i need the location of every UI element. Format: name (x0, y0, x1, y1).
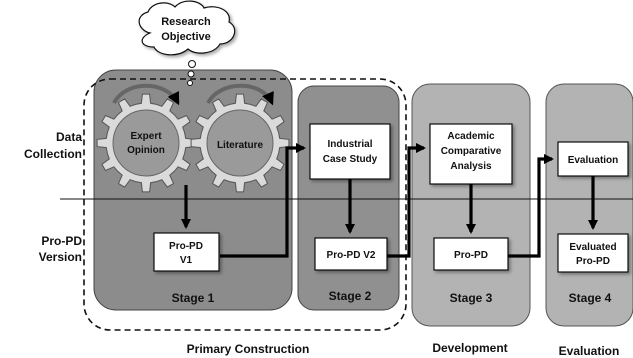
literature-gear-rotation-arrow (206, 83, 274, 106)
research-objective-cloud (138, 0, 236, 56)
phase-evaluation: Evaluation (559, 344, 620, 358)
pro-pd-label: Pro-PD (454, 250, 488, 261)
pro-pd-v1-line-2: V1 (180, 255, 193, 266)
stage-3-label: Stage 3 (450, 291, 493, 305)
evaluated-line-2: Pro-PD (576, 256, 610, 267)
stage-4-panel (545, 83, 633, 327)
row-label-data-collection-1: Data (56, 130, 82, 144)
academic-line-3: Analysis (450, 161, 492, 172)
expert-gear-line-2: Opinion (127, 145, 165, 156)
academic-line-2: Comparative (441, 146, 502, 157)
literature-gear (190, 93, 290, 193)
primary-construction-outline (83, 78, 407, 331)
phase-development: Development (432, 341, 507, 355)
gear-hub (206, 109, 274, 177)
row-label-pro-pd-version-2: Version (39, 250, 82, 264)
thought-bubble-1 (188, 60, 196, 68)
row-label-data-collection-2: Collection (24, 147, 82, 161)
phase-primary-construction: Primary Construction (187, 342, 310, 356)
stage-4-label: Stage 4 (569, 291, 612, 305)
row-label-pro-pd-version-1: Pro-PD (41, 234, 82, 248)
industrial-line-2: Case Study (323, 154, 378, 165)
stage-2-label: Stage 2 (329, 289, 372, 303)
expert-gear-rotation-arrow (112, 83, 180, 106)
pro-pd-v2-label: Pro-PD V2 (327, 250, 376, 261)
industrial-line-1: Industrial (327, 139, 372, 150)
evaluated-pro-pd-box (557, 233, 629, 273)
evaluation-box (557, 141, 629, 177)
stage-1-label: Stage 1 (172, 291, 215, 305)
literature-gear-label: Literature (217, 140, 264, 151)
arrow-v2-to-academic (387, 142, 427, 258)
expert-opinion-gear (96, 93, 196, 193)
pro-pd-box (433, 237, 509, 271)
industrial-case-study-box (309, 123, 391, 180)
thought-bubble-2 (187, 70, 195, 78)
expert-gear-line-1: Expert (130, 131, 162, 142)
academic-line-1: Academic (447, 131, 495, 142)
arrow-propd-to-evaluation (508, 153, 555, 258)
pro-pd-v2-box (314, 237, 388, 271)
cloud-line-1: Research (161, 16, 211, 28)
gear-hub (112, 109, 180, 177)
thought-bubble-3 (187, 80, 193, 86)
pro-pd-v1-line-1: Pro-PD (169, 241, 203, 252)
arrow-v1-to-industrial (220, 142, 307, 258)
academic-analysis-box (429, 123, 513, 185)
pro-pd-v1-box (153, 232, 220, 272)
evaluation-box-label: Evaluation (568, 155, 619, 166)
evaluated-line-1: Evaluated (569, 242, 616, 253)
cloud-line-2: Objective (161, 31, 211, 43)
